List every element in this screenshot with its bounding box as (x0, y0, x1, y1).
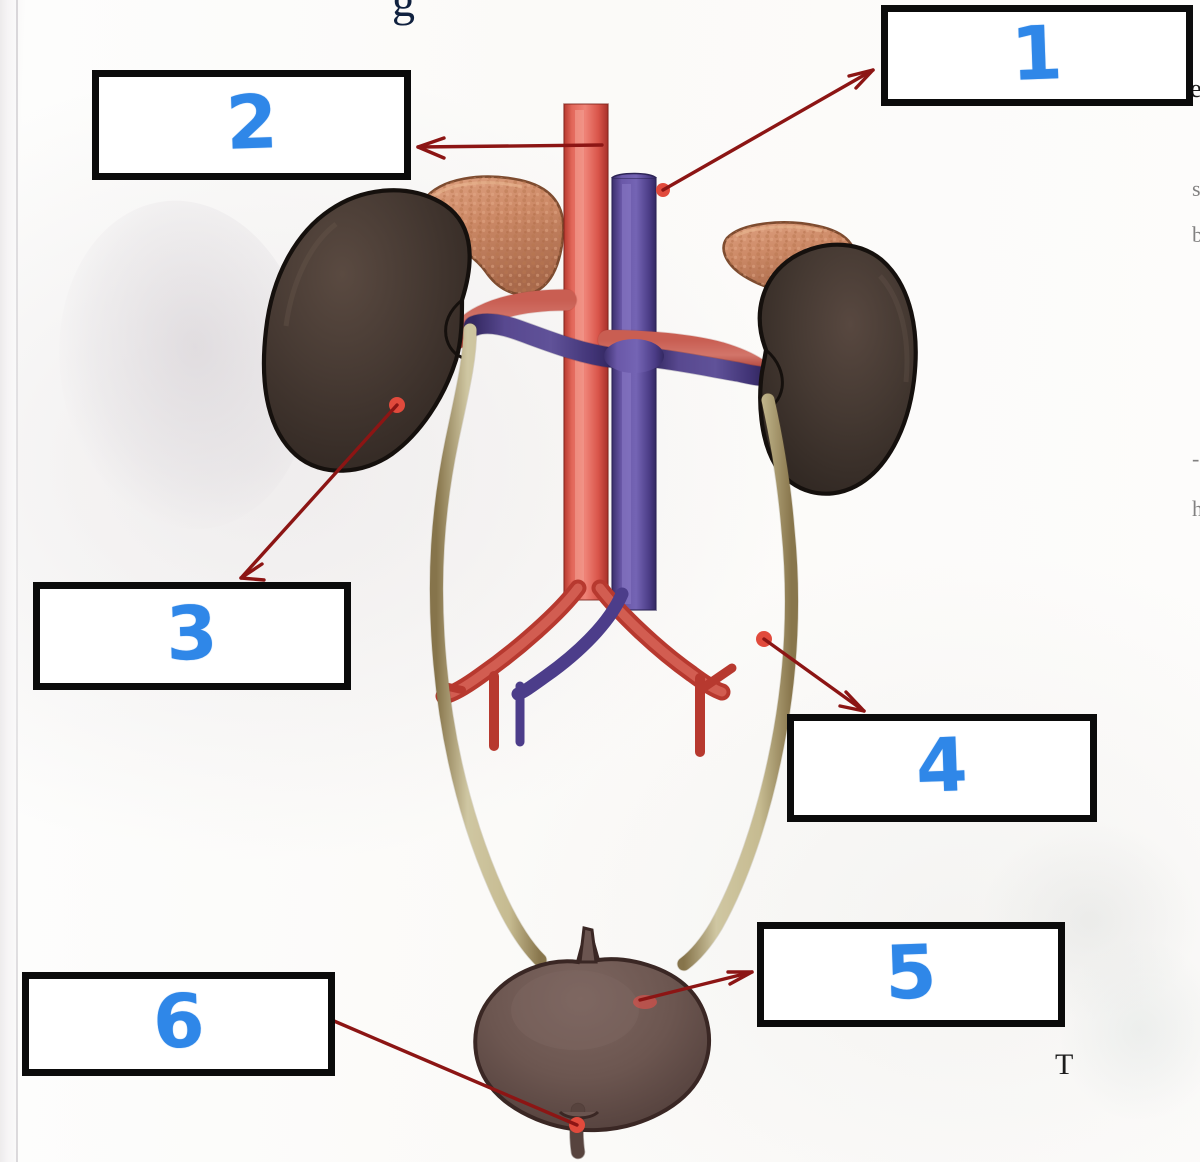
answer-value-4: 4 (914, 722, 970, 810)
margin-text-top: g (392, 0, 415, 26)
answer-box-2[interactable]: 2 (92, 70, 411, 180)
left-adrenal-gland (418, 175, 565, 296)
answer-box-5[interactable]: 5 (757, 922, 1065, 1027)
answer-value-1: 1 (1009, 9, 1065, 98)
answer-value-3: 3 (164, 590, 220, 678)
leader-arrow-4 (756, 631, 866, 713)
answer-value-6: 6 (151, 978, 206, 1066)
answer-box-6[interactable]: 6 (22, 972, 335, 1076)
margin-text-right-1: e (1190, 74, 1200, 103)
paper-left-edge-line (16, 0, 18, 1162)
renal-veins (463, 312, 777, 387)
leader-arrow-3 (239, 397, 405, 582)
iliac-vessels (435, 579, 737, 757)
right-ureter (676, 392, 799, 972)
answer-box-3[interactable]: 3 (33, 582, 351, 690)
leader-arrow-1 (656, 68, 875, 197)
urinary-bladder (473, 926, 712, 1133)
paper-left-edge (0, 0, 17, 1162)
margin-text-right-4: - (1192, 446, 1200, 471)
leader-arrow-5 (638, 970, 754, 1002)
answer-box-1[interactable]: 1 (881, 5, 1193, 106)
margin-text-bottom-right: T (1055, 1048, 1074, 1081)
answer-box-4[interactable]: 4 (787, 714, 1097, 822)
right-kidney (757, 242, 918, 496)
leader-arrow-2 (416, 136, 604, 160)
answer-value-2: 2 (224, 79, 279, 167)
margin-text-right-2: s (1192, 176, 1200, 201)
left-ureter (429, 322, 548, 968)
margin-text-right-3: b (1192, 222, 1200, 247)
inferior-vena-cava (611, 172, 657, 611)
margin-text-right-5: h (1192, 496, 1200, 521)
answer-value-5: 5 (883, 928, 939, 1017)
leader-arrow-6 (332, 1019, 585, 1133)
